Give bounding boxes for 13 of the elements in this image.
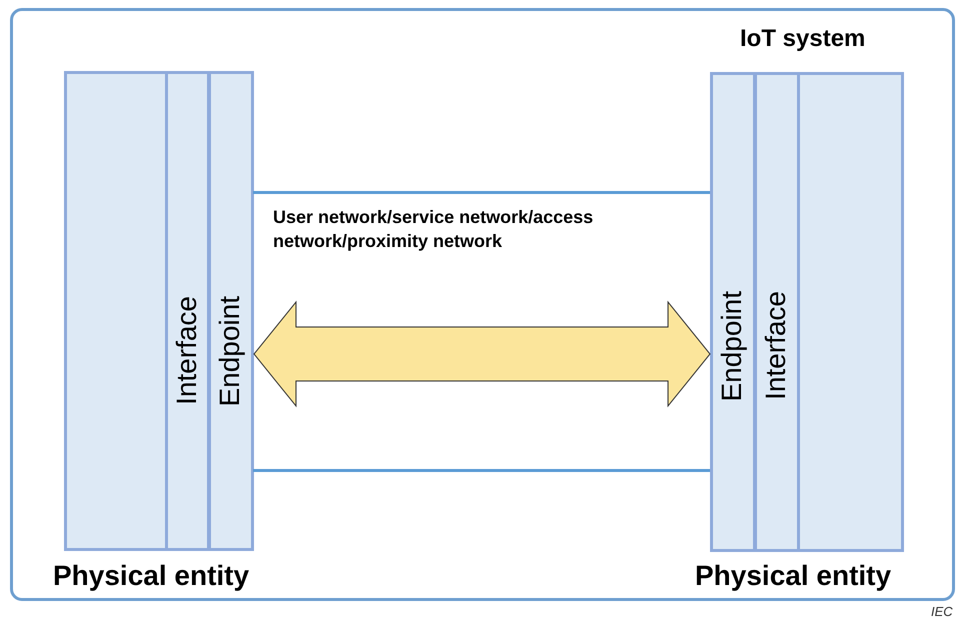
entity-heading: Physical entity (53, 560, 250, 592)
source-mark: IEC (931, 604, 953, 619)
interface-column (754, 72, 800, 552)
system-frame (10, 8, 955, 601)
column-label: Endpoint (214, 296, 246, 407)
interface-column (165, 71, 210, 551)
column-label: Interface (760, 291, 792, 400)
double-block-arrow (253, 300, 711, 408)
entity-heading: Physical entity (695, 560, 892, 592)
column-label: Interface (170, 296, 202, 405)
system-title: IoT system (740, 25, 866, 53)
column-label: Endpoint (716, 291, 748, 402)
network-label: User network/service network/access network/proximity network (273, 206, 594, 254)
